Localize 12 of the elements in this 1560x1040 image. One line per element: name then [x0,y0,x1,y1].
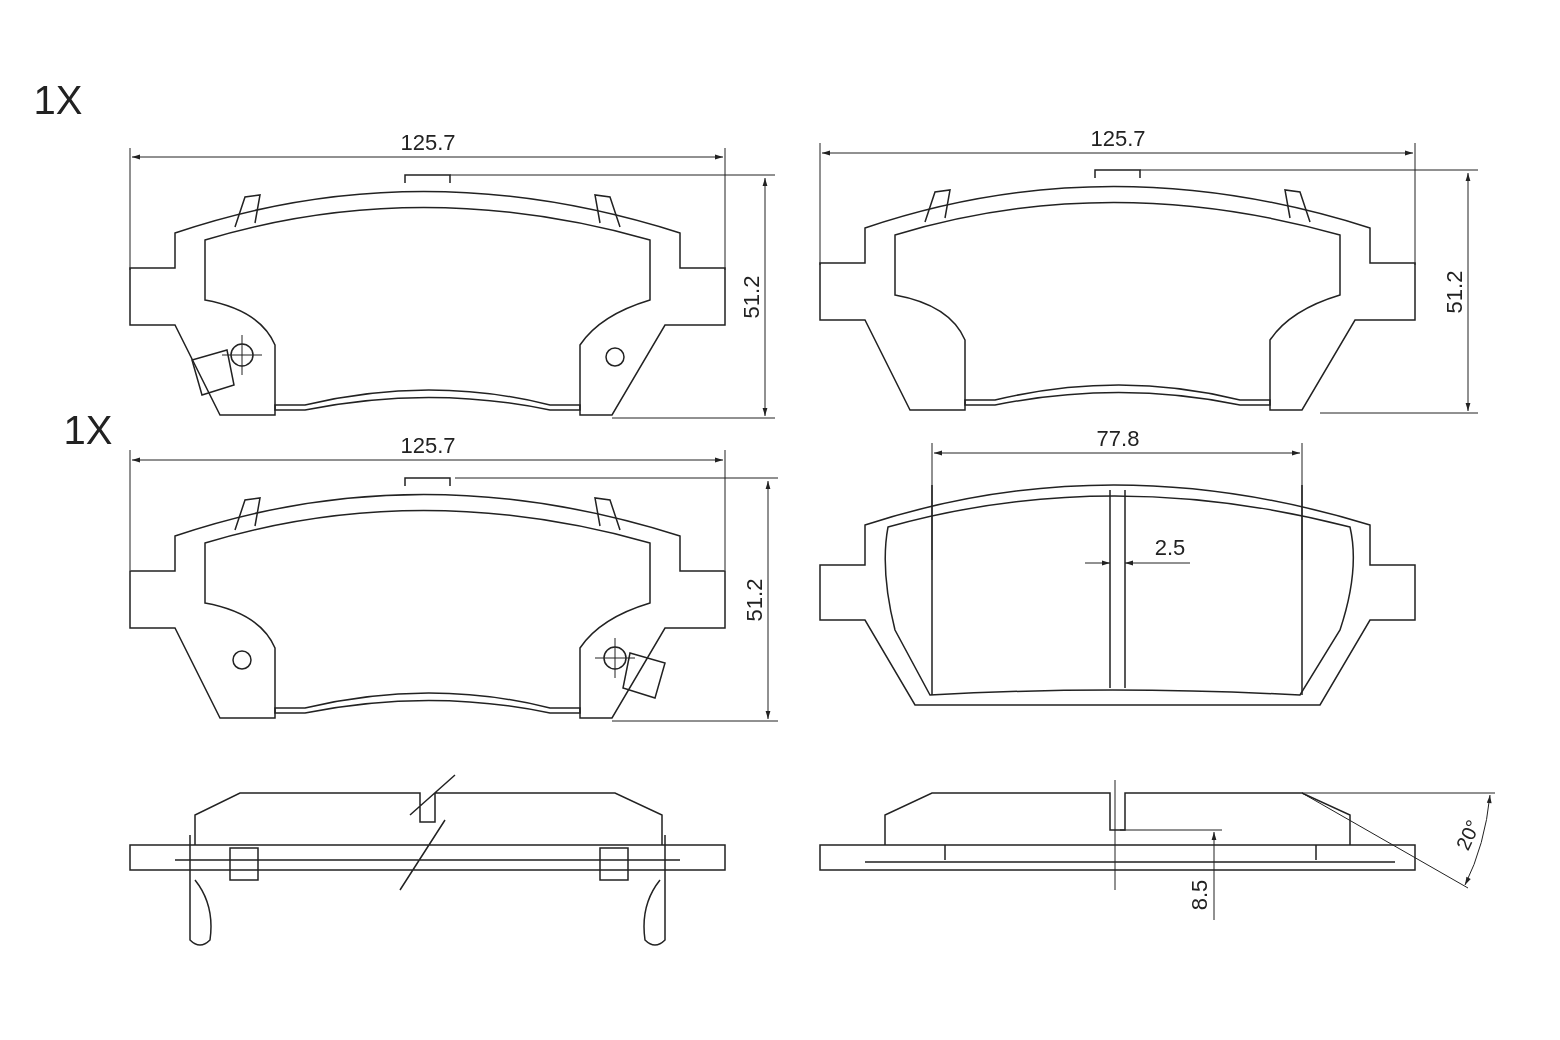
dimension-label: 8.5 [1189,879,1211,911]
dimension-label: 51.2 [741,275,763,319]
dimension-label: 2.5 [1154,537,1186,559]
quantity-label: 1X [63,410,113,450]
dimension-label: 125.7 [400,132,456,154]
dimension-label: 77.8 [1096,428,1140,450]
quantity-label: 1X [33,80,83,120]
dimension-label: 125.7 [400,435,456,457]
dimension-label: 125.7 [1090,128,1146,150]
angle-label: 20° [1452,817,1484,853]
dimension-label: 51.2 [744,578,766,622]
dimension-label: 51.2 [1444,270,1466,314]
